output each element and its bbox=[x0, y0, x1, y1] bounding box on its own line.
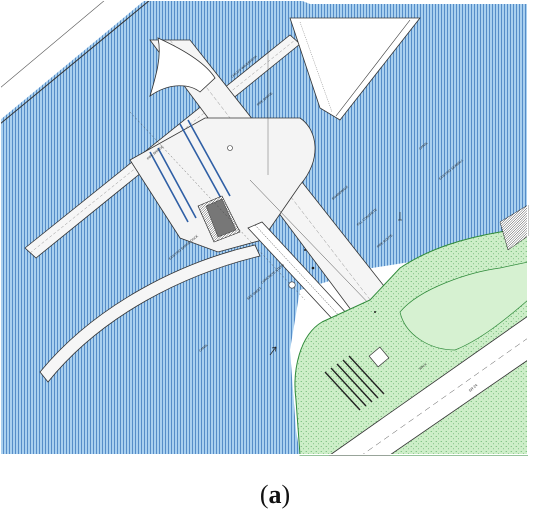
funnel-wavebreak bbox=[149, 37, 216, 97]
label-walk: WALK bbox=[418, 361, 428, 370]
dock-end-structure bbox=[368, 346, 390, 368]
fender-line-3 bbox=[179, 123, 223, 201]
caption-open-paren: ( bbox=[259, 480, 269, 509]
marker-dot-3 bbox=[374, 311, 376, 313]
upper-left-shoreline bbox=[0, 0, 151, 125]
marker-dot-2 bbox=[304, 249, 306, 251]
marker-dot-1 bbox=[311, 266, 315, 270]
right-seawall-block bbox=[528, 210, 548, 470]
label-canal-2: CANAL bbox=[198, 343, 209, 353]
figure-caption: (a) bbox=[0, 472, 550, 518]
barrier-centerline bbox=[29, 39, 296, 254]
parking-stripes bbox=[324, 355, 385, 411]
seawall-walkway bbox=[289, 17, 421, 121]
caption-close-paren: ) bbox=[281, 480, 291, 509]
marker-circle-1 bbox=[288, 281, 296, 289]
harbor-site-plan-drawing: CHILD'S WAVEBREAK PIPE BARGE PIPE BRIDGE… bbox=[0, 0, 548, 470]
fender-line-1 bbox=[149, 151, 189, 223]
fender-line-2 bbox=[157, 147, 197, 219]
north-arrow-icon bbox=[269, 346, 277, 356]
upper-left-road-edge bbox=[0, 0, 106, 89]
marker-circle-2 bbox=[227, 145, 233, 151]
seawall-rail bbox=[335, 19, 411, 117]
concrete-block bbox=[205, 198, 237, 238]
road-centerline bbox=[361, 337, 529, 456]
label-canal-1: CANAL bbox=[418, 141, 429, 151]
curved-breakwater bbox=[39, 244, 261, 383]
scale-mark-icon bbox=[398, 212, 402, 221]
label-sr-24: SR 24 bbox=[468, 383, 478, 392]
fender-line-4 bbox=[187, 119, 231, 197]
utility-line-2 bbox=[129, 111, 306, 301]
landscaped-island bbox=[399, 261, 529, 351]
caption-letter: a bbox=[268, 480, 282, 509]
upper-left-land bbox=[0, 0, 145, 120]
drawing-frame bbox=[0, 0, 528, 455]
